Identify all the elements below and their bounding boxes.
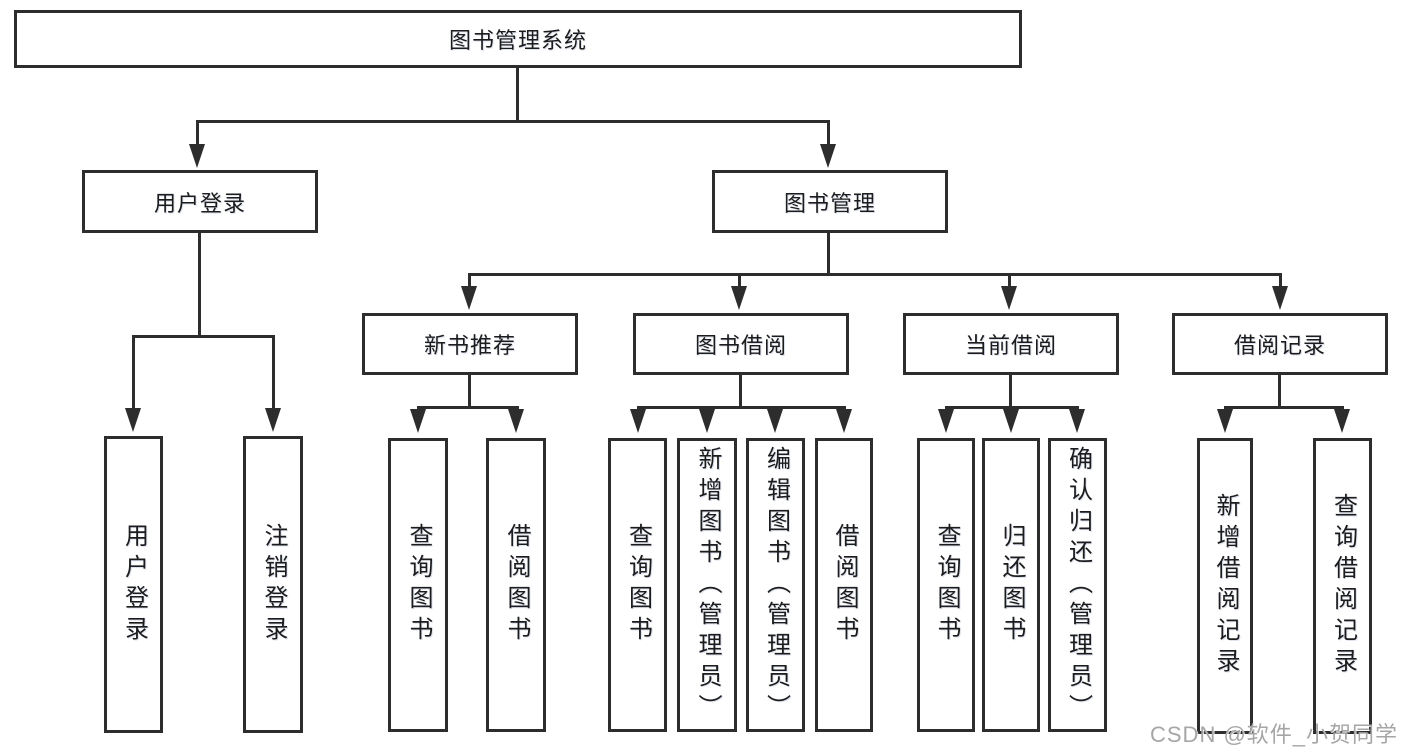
node-label: 借阅记录	[1233, 333, 1326, 358]
node-label: 图书借阅	[694, 333, 787, 358]
node-label: 用户登录	[120, 522, 148, 647]
arrow-down-icon	[1217, 409, 1233, 433]
arrow-down-icon	[630, 409, 646, 433]
connector-stub	[1279, 273, 1282, 287]
node-library-management-system: 图书管理系统	[14, 10, 1022, 68]
connector-book-mgmt-stem	[827, 233, 830, 276]
node-label: 新增图书（管理员）	[694, 445, 721, 725]
node-add-borrow-record: 新增借阅记录	[1197, 438, 1253, 734]
arrow-down-icon	[938, 409, 954, 433]
node-label: 确认归还（管理员）	[1064, 445, 1092, 725]
connector-book-borrow	[637, 406, 846, 409]
connector-borrow-record	[1224, 406, 1344, 409]
node-query-borrow-record: 查询借阅记录	[1313, 438, 1372, 734]
arrow-down-icon	[767, 409, 783, 433]
node-borrow-books: 借阅图书	[815, 438, 873, 732]
connector-current-borrow-stem	[1009, 375, 1012, 409]
node-current-borrowing: 当前借阅	[903, 313, 1119, 375]
node-label: 新增借阅记录	[1212, 493, 1239, 679]
arrow-down-icon	[461, 286, 477, 310]
arrow-down-icon	[699, 409, 715, 433]
node-new-book-recommend: 新书推荐	[362, 313, 578, 375]
node-confirm-return-admin: 确认归还（管理员）	[1048, 438, 1107, 732]
node-label: 查询图书	[405, 523, 432, 647]
node-add-books-admin: 新增图书（管理员）	[677, 438, 737, 732]
node-book-borrowing: 图书借阅	[633, 313, 849, 375]
node-return-books: 归还图书	[982, 438, 1040, 732]
node-logout: 注销登录	[243, 436, 303, 733]
arrow-down-icon	[1334, 409, 1350, 433]
node-label: 新书推荐	[423, 333, 516, 358]
arrow-down-icon	[1069, 409, 1085, 433]
node-label: 编辑图书（管理员）	[762, 445, 790, 725]
node-label: 查询图书	[624, 523, 652, 647]
csdn-watermark: CSDN @软件_小贺同学	[1150, 722, 1399, 747]
arrow-down-icon	[820, 144, 836, 168]
node-label: 用户登录	[153, 190, 246, 216]
node-user-login: 用户登录	[82, 170, 318, 233]
node-query-books: 查询图书	[917, 438, 975, 732]
connector-new-book-stem	[468, 375, 471, 409]
connector-stub	[272, 335, 275, 408]
node-label: 查询借阅记录	[1329, 493, 1357, 679]
connector-stub	[468, 273, 471, 287]
arrow-down-icon	[189, 144, 205, 168]
node-label: 借阅图书	[503, 523, 530, 647]
arrow-down-icon	[836, 409, 852, 433]
connector-borrow-record-stem	[1278, 375, 1281, 409]
connector-stub	[132, 335, 135, 408]
arrow-down-icon	[508, 409, 524, 433]
node-user-login-leaf: 用户登录	[104, 436, 163, 733]
arrow-down-icon	[731, 286, 747, 310]
connector-stub	[738, 273, 741, 287]
node-query-books: 查询图书	[388, 438, 448, 732]
connector-user-login-stem	[198, 233, 201, 337]
arrow-down-icon	[1003, 409, 1019, 433]
connector-user-login	[132, 335, 275, 338]
node-query-books: 查询图书	[608, 438, 667, 732]
node-label: 查询图书	[933, 523, 960, 647]
node-label: 图书管理	[783, 190, 876, 216]
node-label: 图书管理系统	[448, 28, 587, 53]
connector-level3	[469, 273, 1282, 276]
connector-current-borrow	[945, 406, 1079, 409]
connector-stub-book-mgmt	[827, 120, 830, 146]
node-label: 当前借阅	[964, 333, 1057, 358]
node-edit-books-admin: 编辑图书（管理员）	[746, 438, 805, 732]
connector-stub	[1008, 273, 1011, 287]
connector-level1	[196, 120, 830, 123]
arrow-down-icon	[1001, 286, 1017, 310]
arrow-down-icon	[1272, 286, 1288, 310]
connector-book-borrow-stem	[739, 375, 742, 409]
connector-root-stem	[516, 68, 519, 123]
arrow-down-icon	[265, 408, 281, 432]
node-borrowing-records: 借阅记录	[1172, 313, 1388, 375]
connector-new-book	[417, 406, 519, 409]
connector-stub-user-login	[196, 120, 199, 146]
node-book-management: 图书管理	[712, 170, 948, 233]
arrow-down-icon	[410, 409, 426, 433]
node-borrow-books: 借阅图书	[486, 438, 546, 732]
node-label: 借阅图书	[831, 523, 858, 647]
node-label: 注销登录	[260, 522, 287, 647]
arrow-down-icon	[125, 408, 141, 432]
node-label: 归还图书	[998, 523, 1025, 647]
